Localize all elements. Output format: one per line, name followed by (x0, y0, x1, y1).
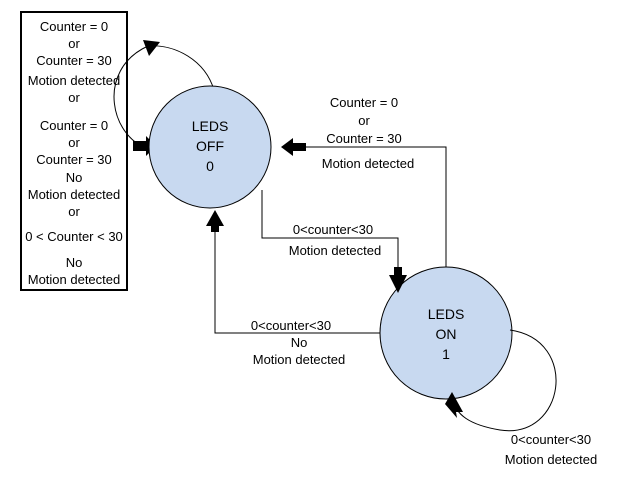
svg-text:0<counter<30: 0<counter<30 (251, 318, 331, 333)
cond-line: or (68, 135, 80, 150)
svg-text:OFF: OFF (196, 138, 224, 154)
on-self-label: 0<counter<30 Motion detected (505, 432, 598, 467)
svg-text:Motion detected: Motion detected (289, 243, 382, 258)
svg-text:Motion detected: Motion detected (253, 352, 346, 367)
off-self-loop-arrowhead (143, 40, 160, 56)
svg-text:0<counter<30: 0<counter<30 (511, 432, 591, 447)
cond-line: or (68, 204, 80, 219)
off-to-on-label: 0<counter<30 Motion detected (289, 222, 382, 258)
cond-line: or (68, 36, 80, 51)
svg-text:1: 1 (442, 346, 450, 362)
state-off-label: LEDS OFF 0 (192, 118, 229, 174)
cond-line: Motion detected (28, 272, 121, 287)
on-to-off-label: Counter = 0 or Counter = 30 Motion detec… (322, 95, 415, 171)
cond-line: No (66, 170, 83, 185)
cond-line: No (66, 255, 83, 270)
cond-line: Motion detected (28, 73, 121, 88)
svg-text:Motion detected: Motion detected (505, 452, 598, 467)
off-to-on-line (261, 190, 399, 272)
on-return-arrowhead (206, 210, 224, 232)
on-self-loop (451, 329, 557, 432)
cond-line: Motion detected (28, 187, 121, 202)
off-to-on-arrowhead (389, 267, 407, 293)
conditions-box (20, 11, 128, 291)
svg-text:LEDS: LEDS (192, 118, 229, 134)
state-leds-off (148, 85, 272, 209)
on-to-off-arrowhead (281, 138, 306, 156)
on-return-line (214, 226, 380, 334)
svg-text:or: or (358, 113, 370, 128)
cond-line: Counter = 0 (40, 19, 108, 34)
cond-line: Counter = 30 (36, 53, 112, 68)
on-self-loop-arrowhead (445, 392, 463, 418)
on-return-label: 0<counter<30 No Motion detected (251, 318, 345, 367)
svg-text:ON: ON (436, 326, 457, 342)
svg-text:0<counter<30: 0<counter<30 (293, 222, 373, 237)
svg-text:No: No (291, 335, 308, 350)
conditions-text: Counter = 0 or Counter = 30 Motion detec… (25, 19, 123, 287)
cond-line: or (68, 90, 80, 105)
state-on-label: LEDS ON 1 (428, 306, 465, 362)
svg-text:0: 0 (206, 158, 214, 174)
svg-text:LEDS: LEDS (428, 306, 465, 322)
cond-line: Counter = 0 (40, 118, 108, 133)
svg-text:Counter = 30: Counter = 30 (326, 131, 402, 146)
on-to-off-line (290, 146, 447, 267)
svg-text:Counter = 0: Counter = 0 (330, 95, 398, 110)
cond-line: Counter = 30 (36, 152, 112, 167)
cond-line: 0 < Counter < 30 (25, 229, 123, 244)
svg-text:Motion detected: Motion detected (322, 156, 415, 171)
